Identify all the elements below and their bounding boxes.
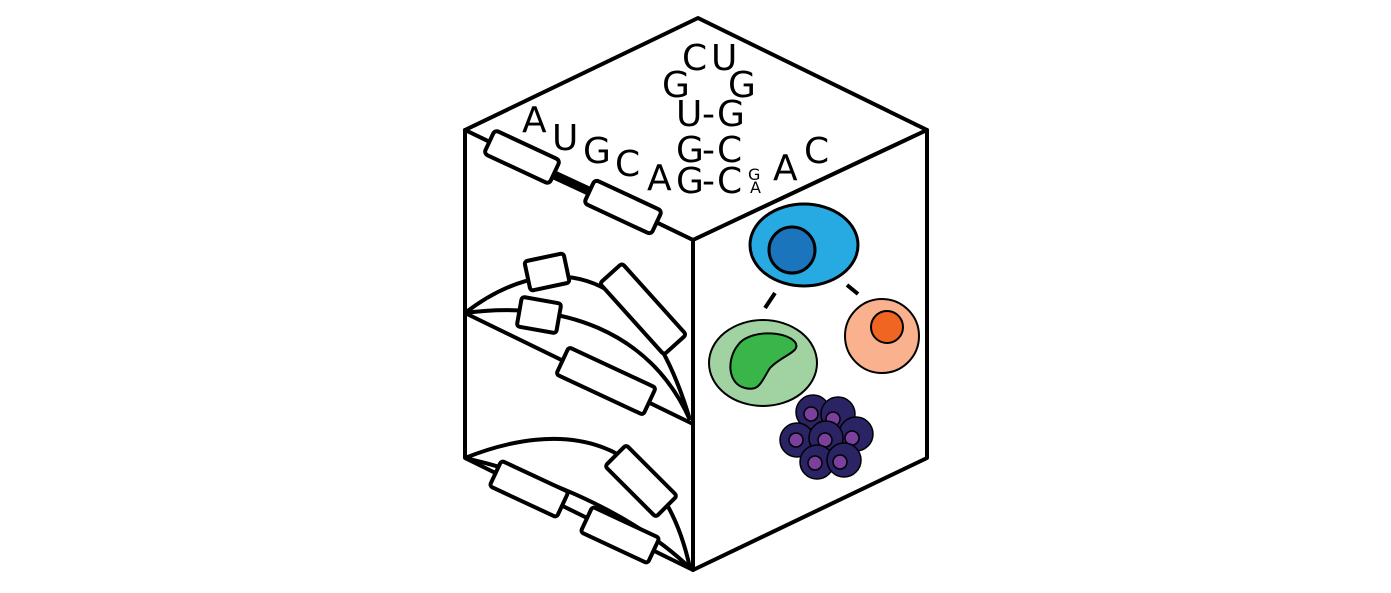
helix-segments-left	[488, 251, 688, 565]
stem-bond-1: -	[702, 94, 715, 135]
helix-segment	[598, 262, 688, 356]
bulge-base-2: A	[750, 178, 761, 197]
orange-cell-nucleus	[870, 310, 904, 344]
stem-left-2: G	[676, 130, 704, 171]
stem-right-1: G	[717, 94, 745, 135]
lineage-link	[763, 291, 777, 310]
green-cell-nucleus	[729, 332, 798, 390]
five-prime-base-1: A	[522, 100, 547, 141]
blue-cell-nucleus	[767, 225, 817, 275]
helix-segment	[555, 346, 657, 416]
arc-lower-1	[464, 436, 692, 569]
arc-upper-1	[463, 274, 692, 421]
rna-base-loop-1: C	[682, 38, 707, 79]
rna-base-loop-3: G	[662, 65, 690, 106]
three-prime-base-1: A	[773, 148, 798, 189]
stem-bond-2: -	[702, 130, 715, 171]
rna-hairpin: C U G G U - G G - C G - C A U G C A G A …	[483, 38, 829, 236]
helix-segment	[483, 129, 561, 185]
stem-right-2: C	[717, 130, 742, 171]
five-prime-base-2: U	[552, 118, 578, 159]
orange-cell	[844, 298, 920, 374]
purple-cell	[826, 442, 862, 478]
helix-segment	[579, 505, 661, 565]
purple-cell	[799, 444, 835, 480]
three-prime-base-2: C	[804, 131, 829, 172]
helix-segment	[515, 295, 563, 335]
blue-cell	[748, 202, 860, 288]
purple-cluster	[779, 394, 874, 480]
helix-segment	[522, 251, 572, 293]
five-prime-base-4: C	[615, 144, 640, 185]
rna-base-loop-4: G	[728, 65, 756, 106]
bulge-base-1: G	[748, 165, 760, 184]
green-cell	[708, 319, 818, 407]
stem-left-3: G	[676, 161, 704, 202]
stem-bond-3: -	[702, 161, 715, 202]
stem-right-3: C	[717, 161, 742, 202]
rna-base-loop-2: U	[711, 38, 737, 79]
helix-segment	[604, 444, 678, 518]
lineage-link	[845, 283, 860, 296]
cell-lineage	[708, 202, 920, 480]
five-prime-base-5: A	[647, 158, 672, 199]
five-prime-base-3: G	[583, 131, 611, 172]
stem-left-1: U	[676, 94, 702, 135]
helix-segment	[583, 178, 663, 236]
arc-upper-2	[464, 308, 692, 421]
helix-segment	[488, 459, 570, 519]
helix-pair-top	[483, 129, 663, 236]
